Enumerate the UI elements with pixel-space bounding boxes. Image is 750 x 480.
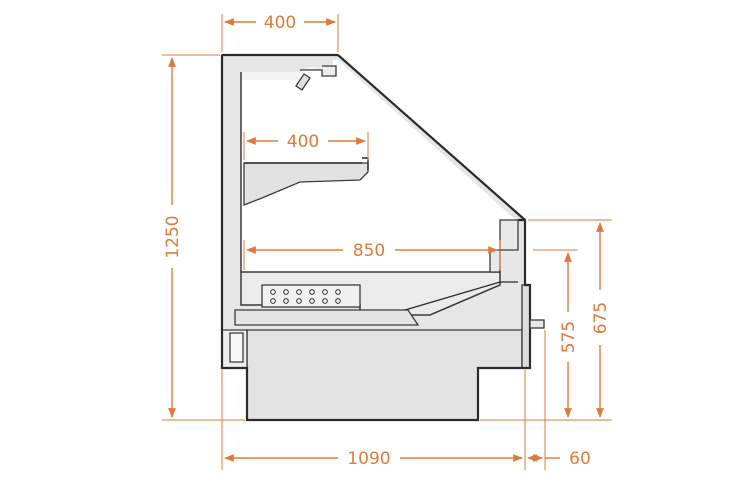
- evaporator-duct: [234, 309, 420, 326]
- control-panel: [261, 284, 361, 308]
- dimension-counter-height: 675: [480, 219, 612, 421]
- drain-knob: [529, 319, 545, 329]
- vent-hole: [335, 289, 341, 295]
- vent-hole: [283, 289, 289, 295]
- rear-counter-ledge: [521, 284, 531, 369]
- cabinet-outline: [220, 53, 532, 422]
- dimension-label: 60: [569, 449, 591, 469]
- rear-step: [489, 249, 501, 273]
- vent-hole: [335, 298, 341, 304]
- vent-hole: [322, 289, 328, 295]
- dimension-label: 675: [591, 302, 611, 334]
- lamp-fixture: [295, 65, 337, 91]
- dimension-overall-height: 1250: [162, 54, 245, 421]
- dimension-deck-depth: 850: [243, 240, 501, 270]
- dimension-top-width: 400: [221, 13, 339, 52]
- dimension-base-height: 575: [533, 249, 579, 418]
- dimension-label: 1090: [347, 449, 390, 469]
- top-canopy: [241, 72, 300, 80]
- vent-hole: [309, 289, 315, 295]
- dimension-label: 850: [353, 241, 385, 261]
- vent-hole: [309, 298, 315, 304]
- dimension-label: 400: [287, 132, 319, 152]
- vent-hole: [296, 298, 302, 304]
- dimension-ledge-depth: 60: [527, 449, 591, 469]
- vent-hole: [270, 289, 276, 295]
- vent-hole: [270, 298, 276, 304]
- vent-hole: [322, 298, 328, 304]
- rear-top-block: [499, 219, 519, 251]
- cabinet-body: [220, 53, 545, 422]
- dimension-label: 1250: [163, 215, 183, 258]
- deck-slope: [404, 281, 518, 311]
- front-glass: [337, 54, 526, 221]
- dimension-overall-width: 1090: [221, 330, 546, 470]
- dimension-label: 400: [264, 13, 296, 33]
- display-cavity: [241, 60, 518, 272]
- vent-hole: [283, 298, 289, 304]
- dimension-shelf-depth: 400: [243, 132, 369, 160]
- dimension-label: 575: [559, 321, 579, 353]
- vent-hole: [296, 289, 302, 295]
- base-left-inner-panel: [229, 332, 244, 363]
- base-cabinet: [246, 329, 523, 421]
